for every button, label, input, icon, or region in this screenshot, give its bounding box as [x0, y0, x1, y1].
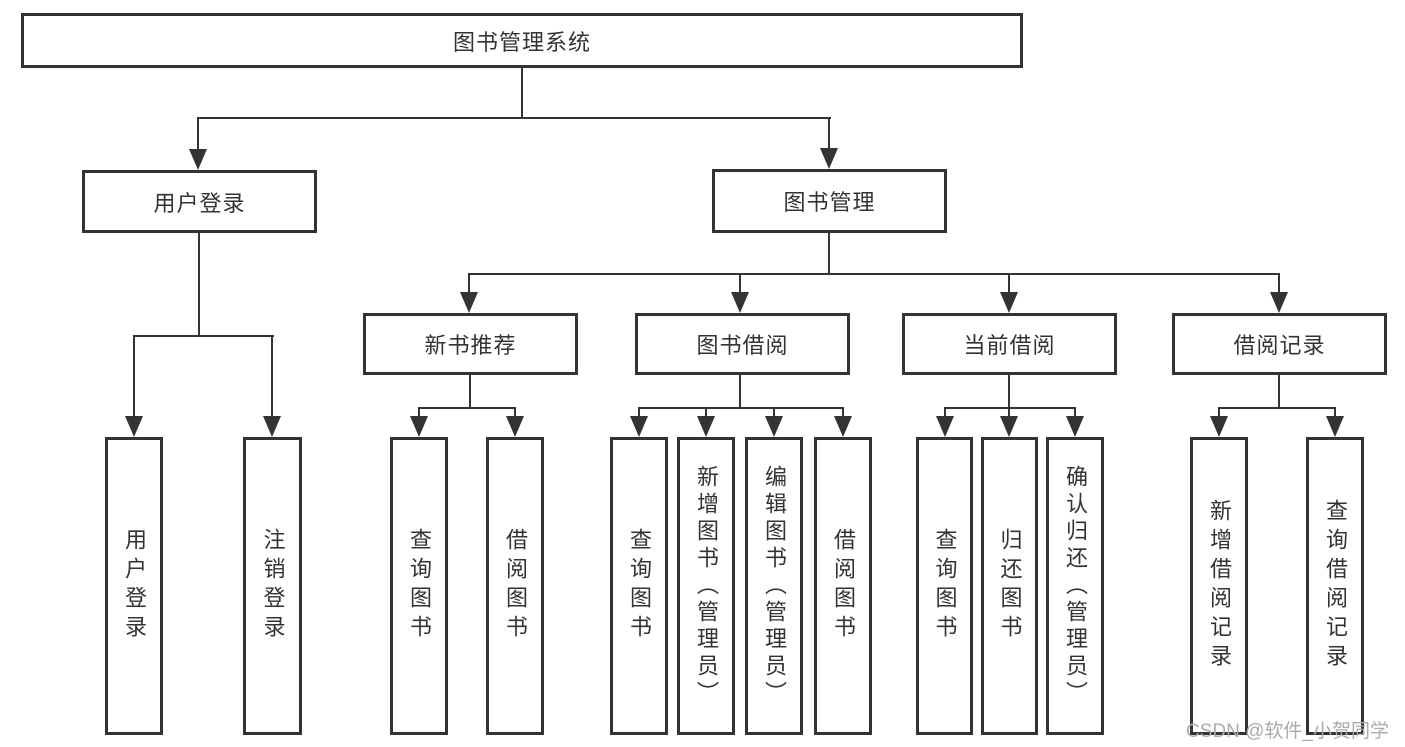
- leaf-label: 归还图书: [997, 528, 1023, 644]
- connector-drop: [1218, 407, 1220, 417]
- leaf-label: 新增借阅记录: [1207, 499, 1232, 673]
- node-current-borrow-label: 当前借阅: [963, 333, 1056, 358]
- arrow-down-icon: [460, 292, 478, 313]
- leaf-label: 新增图书（管理员）: [694, 464, 719, 708]
- connector-root-hline: [197, 117, 831, 119]
- connector-drop-book-management: [828, 117, 830, 149]
- leaf-label: 借阅图书: [831, 528, 856, 644]
- connector-drop: [638, 407, 640, 417]
- connector-drop-user-login: [197, 117, 199, 149]
- leaf-recommend-borrow-books: 借阅图书: [486, 437, 544, 735]
- connector-borrow-stub: [739, 375, 741, 407]
- leaf-label: 借阅图书: [503, 528, 528, 644]
- leaf-records-add-record: 新增借阅记录: [1190, 437, 1248, 735]
- node-borrow-records: 借阅记录: [1172, 313, 1387, 375]
- arrow-down-icon: [1326, 416, 1344, 437]
- arrow-down-icon: [1000, 292, 1018, 313]
- arrow-down-icon: [1000, 416, 1018, 437]
- leaf-login-logout: 注销登录: [243, 437, 302, 735]
- leaf-current-return-books: 归还图书: [981, 437, 1038, 735]
- connector-records-stub: [1278, 375, 1280, 407]
- connector-drop: [1008, 407, 1010, 417]
- connector-drop: [514, 407, 516, 417]
- arrow-down-icon: [820, 148, 838, 169]
- connector-mgmt-hline: [468, 273, 1280, 275]
- arrow-down-icon: [125, 416, 143, 437]
- arrow-down-icon: [1270, 292, 1288, 313]
- node-book-management: 图书管理: [712, 169, 947, 233]
- connector-drop-records: [1278, 273, 1280, 294]
- node-book-borrow-label: 图书借阅: [696, 333, 789, 358]
- node-user-login: 用户登录: [82, 170, 317, 233]
- leaf-label: 确认归还（管理员）: [1063, 464, 1088, 708]
- connector-drop: [944, 407, 946, 417]
- connector-recommend-hline: [418, 407, 516, 409]
- arrow-down-icon: [189, 149, 207, 170]
- leaf-current-query-books: 查询图书: [916, 437, 973, 735]
- node-new-book-recommend: 新书推荐: [363, 313, 578, 375]
- arrow-down-icon: [936, 416, 954, 437]
- arrow-down-icon: [1066, 416, 1084, 437]
- node-new-book-recommend-label: 新书推荐: [424, 333, 517, 358]
- node-borrow-records-label: 借阅记录: [1233, 333, 1326, 358]
- connector-drop-current: [1008, 273, 1010, 294]
- connector-borrow-hline: [638, 407, 844, 409]
- connector-drop: [1334, 407, 1336, 417]
- connector-login-stub: [198, 233, 200, 335]
- node-user-login-label: 用户登录: [153, 190, 246, 216]
- leaf-label: 查询借阅记录: [1323, 499, 1348, 673]
- node-root: 图书管理系统: [21, 13, 1023, 68]
- leaf-label: 用户登录: [122, 528, 147, 644]
- node-root-label: 图书管理系统: [452, 29, 591, 55]
- connector-drop: [773, 407, 775, 417]
- arrow-down-icon: [765, 416, 783, 437]
- leaf-borrow-query-books: 查询图书: [610, 437, 668, 735]
- arrow-down-icon: [834, 416, 852, 437]
- leaf-label: 查询图书: [627, 528, 652, 644]
- connector-drop-borrow: [739, 273, 741, 294]
- node-book-borrow: 图书借阅: [635, 313, 850, 375]
- connector-current-stub: [1008, 375, 1010, 407]
- leaf-current-confirm-return-admin: 确认归还（管理员）: [1046, 437, 1104, 735]
- leaf-label: 查询图书: [407, 528, 432, 644]
- connector-mgmt-stub: [828, 233, 830, 273]
- connector-drop-login-leaf2: [271, 335, 273, 417]
- arrow-down-icon: [630, 416, 648, 437]
- leaf-label: 查询图书: [932, 528, 958, 644]
- connector-login-hline: [133, 335, 274, 337]
- connector-recommend-stub: [469, 375, 471, 407]
- leaf-label: 编辑图书（管理员）: [762, 464, 787, 708]
- leaf-borrow-edit-books-admin: 编辑图书（管理员）: [745, 437, 803, 735]
- connector-drop: [1074, 407, 1076, 417]
- arrow-down-icon: [1210, 416, 1228, 437]
- node-book-management-label: 图书管理: [783, 190, 876, 215]
- leaf-borrow-add-books-admin: 新增图书（管理员）: [677, 437, 735, 735]
- leaf-label: 注销登录: [260, 528, 286, 644]
- connector-records-hline: [1218, 407, 1336, 409]
- node-current-borrow: 当前借阅: [902, 313, 1117, 375]
- arrow-down-icon: [731, 292, 749, 313]
- connector-drop: [842, 407, 844, 417]
- leaf-recommend-query-books: 查询图书: [390, 437, 448, 735]
- connector-drop: [705, 407, 707, 417]
- connector-drop: [418, 407, 420, 417]
- leaf-borrow-borrow-books: 借阅图书: [814, 437, 872, 735]
- arrow-down-icon: [506, 416, 524, 437]
- arrow-down-icon: [697, 416, 715, 437]
- arrow-down-icon: [263, 416, 281, 437]
- arrow-down-icon: [410, 416, 428, 437]
- watermark: CSDN @软件_小贺同学: [1186, 721, 1389, 742]
- leaf-login-user-login: 用户登录: [105, 437, 163, 735]
- connector-root-stub: [521, 68, 523, 117]
- connector-drop-login-leaf1: [133, 335, 135, 417]
- leaf-records-query-record: 查询借阅记录: [1306, 437, 1364, 735]
- connector-current-hline: [944, 407, 1076, 409]
- connector-drop-recommend: [468, 273, 470, 294]
